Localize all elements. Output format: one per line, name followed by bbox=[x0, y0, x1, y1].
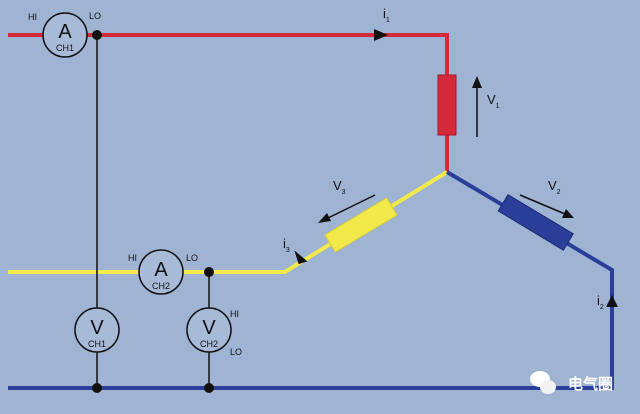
ammeter2-hi: HI bbox=[128, 253, 137, 263]
watermark: 电气圈 bbox=[530, 371, 613, 394]
label-v1: V1 bbox=[487, 92, 500, 110]
ammeter2-symbol: A bbox=[154, 259, 168, 281]
label-i1: i1 bbox=[383, 6, 390, 24]
phase3-wire bbox=[8, 170, 449, 274]
voltage-arrow-v2 bbox=[519, 194, 566, 215]
voltmeter1-symbol: V bbox=[90, 317, 104, 339]
ammeter-ch1: A CH1 HI LO bbox=[28, 11, 101, 58]
voltmeter2-hi: HI bbox=[230, 309, 239, 319]
voltmeter-ch2: V CH2 HI LO bbox=[186, 307, 242, 357]
voltmeter1-channel: CH1 bbox=[88, 339, 106, 349]
voltage-arrowhead-v2 bbox=[562, 209, 574, 218]
resistor-1 bbox=[437, 74, 457, 136]
current-arrow-i3 bbox=[294, 250, 308, 265]
ammeter1-channel: CH1 bbox=[56, 43, 74, 53]
voltage-arrowhead-v3 bbox=[318, 213, 331, 223]
node bbox=[92, 383, 102, 393]
label-v3: V3 bbox=[333, 178, 346, 196]
ammeter2-lo: LO bbox=[186, 253, 198, 263]
voltage-arrow-v3 bbox=[327, 194, 376, 219]
current-arrow-i2 bbox=[606, 295, 618, 307]
label-i2: i2 bbox=[597, 293, 604, 311]
voltage-arrowhead-v1 bbox=[472, 76, 482, 88]
current-arrow-i1 bbox=[374, 29, 388, 41]
resistor-2 bbox=[497, 194, 574, 251]
voltmeter2-channel: CH2 bbox=[200, 339, 218, 349]
voltmeter-ch1: V CH1 bbox=[74, 307, 120, 353]
chat-bubble-icon bbox=[540, 380, 556, 394]
ammeter1-symbol: A bbox=[58, 21, 72, 43]
ammeter2-channel: CH2 bbox=[152, 281, 170, 291]
voltmeter2-lo: LO bbox=[230, 347, 242, 357]
resistor-3 bbox=[324, 197, 398, 253]
watermark-text: 电气圈 bbox=[568, 375, 613, 393]
ammeter1-lo: LO bbox=[89, 11, 101, 21]
node bbox=[92, 30, 102, 40]
ammeter-ch2: A CH2 HI LO bbox=[128, 249, 198, 295]
label-v2: V2 bbox=[548, 178, 561, 196]
node bbox=[204, 383, 214, 393]
ammeter1-hi: HI bbox=[28, 12, 37, 22]
node bbox=[204, 267, 214, 277]
label-i3: i3 bbox=[283, 236, 290, 254]
voltmeter2-symbol: V bbox=[202, 317, 216, 339]
